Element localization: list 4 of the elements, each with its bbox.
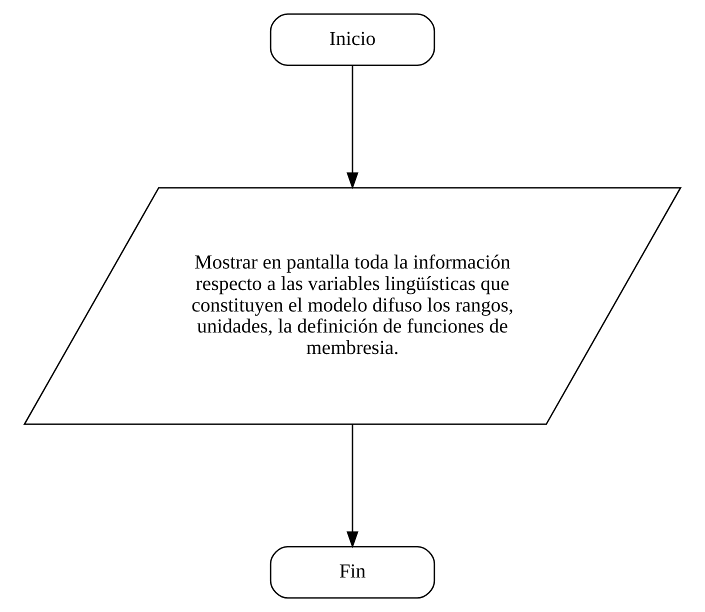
node-box: Inicio <box>270 13 436 66</box>
arrow <box>346 65 358 190</box>
arrow <box>346 424 358 548</box>
node-box: Fin <box>270 546 436 599</box>
